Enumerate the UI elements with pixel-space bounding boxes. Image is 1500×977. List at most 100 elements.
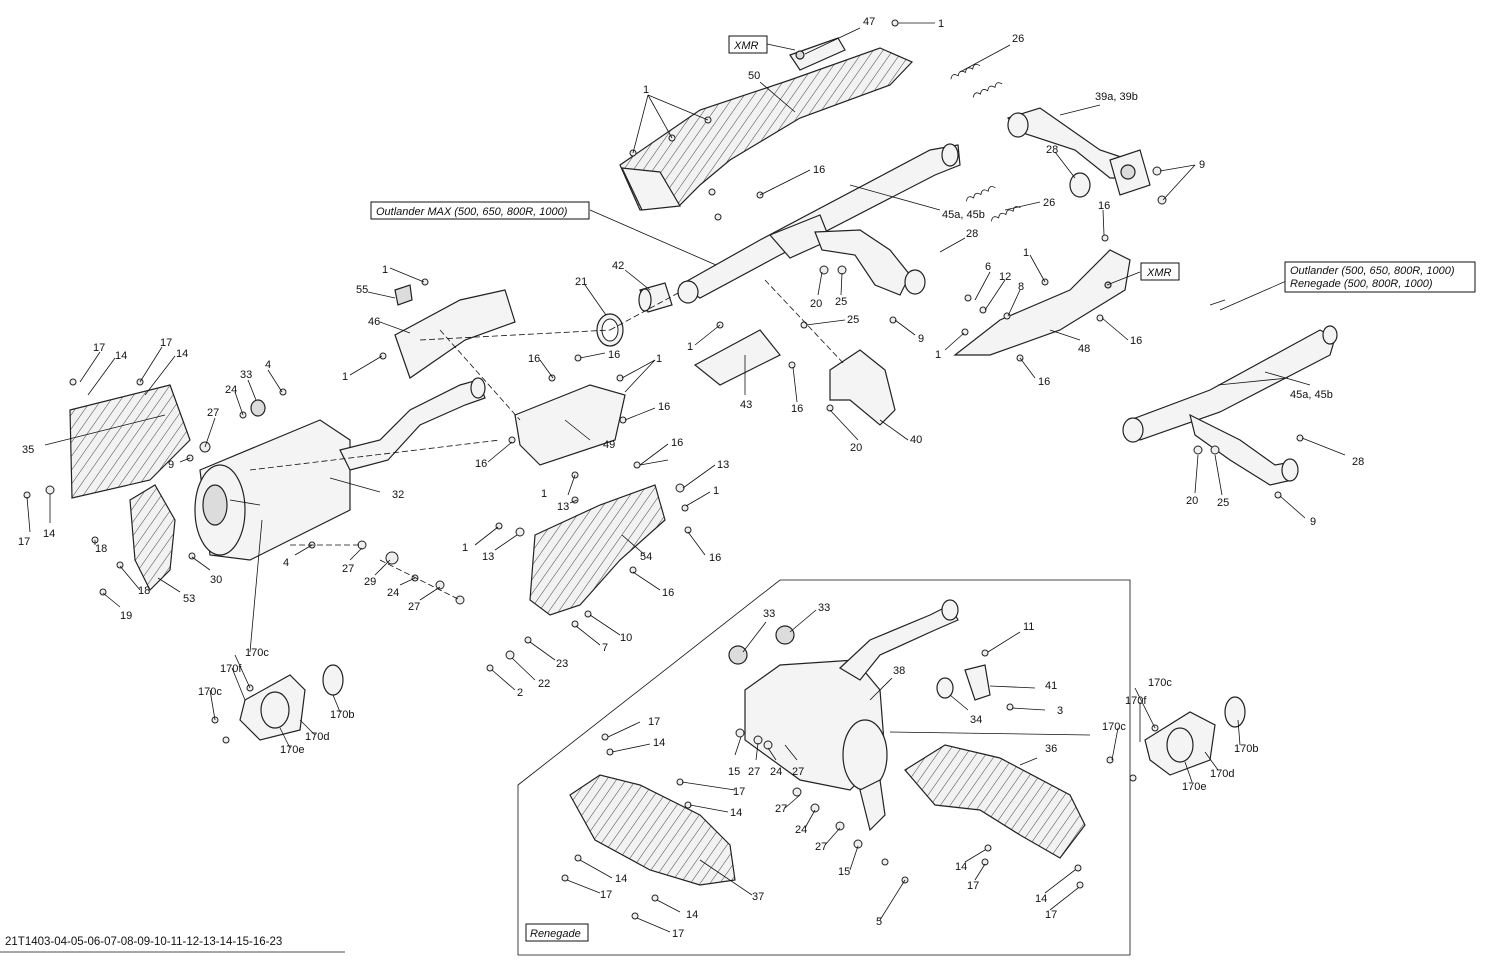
part-label: 1 (687, 341, 693, 353)
part-label: 2 (517, 687, 523, 699)
part-label: 16 (709, 552, 721, 564)
part-label: 14 (43, 528, 55, 540)
part-label: 34 (970, 714, 982, 726)
svg-text:Outlander (500, 650, 800R, 100: Outlander (500, 650, 800R, 1000) (1290, 265, 1455, 277)
part-label: 33 (240, 369, 252, 381)
muffler-32 (194, 377, 486, 561)
part-label: 170f (1125, 695, 1147, 707)
part-label: 33 (763, 608, 775, 620)
part-label: 8 (1018, 281, 1024, 293)
part-label: 17 (967, 880, 979, 892)
part-label: 27 (775, 803, 787, 815)
front-pipe-45 (677, 143, 961, 304)
heat-shield-40 (829, 349, 896, 426)
part-label: 4 (265, 359, 271, 371)
part-label: 170c (198, 686, 222, 698)
part-label: 22 (538, 678, 550, 690)
part-label: 14 (176, 348, 188, 360)
part-label: 24 (795, 824, 807, 836)
bracket-41 (936, 664, 991, 701)
spring-26-top (950, 64, 1003, 98)
end-cover-35 (69, 384, 191, 499)
part-label: 27 (792, 766, 804, 778)
part-label: 170b (330, 709, 354, 721)
part-label: 18 (95, 543, 107, 555)
callout-xmr-right: XMR (1140, 262, 1180, 281)
part-label: 19 (120, 610, 132, 622)
gasket-28 (1069, 172, 1091, 198)
part-label: 16 (608, 349, 620, 361)
part-labels: 47 1 26 39a, 39b 50 1 9 28 16 45a, 45b 2… (18, 16, 1364, 940)
part-label: 14 (653, 737, 665, 749)
part-label: 15 (728, 766, 740, 778)
part-label: 17 (600, 889, 612, 901)
part-label: 14 (730, 807, 742, 819)
part-label: 5 (876, 916, 882, 928)
part-label: 54 (640, 551, 652, 563)
part-label: 16 (1130, 335, 1142, 347)
svg-text:Renegade (500, 800R, 1000): Renegade (500, 800R, 1000) (1290, 278, 1433, 290)
part-label: 9 (1310, 516, 1316, 528)
part-label: 1 (462, 542, 468, 554)
part-label: 16 (658, 401, 670, 413)
adapter-170-right (1144, 696, 1246, 776)
part-label: 170c (245, 647, 269, 659)
part-label: 16 (475, 458, 487, 470)
part-label: 1 (342, 371, 348, 383)
part-label: 48 (1078, 343, 1090, 355)
front-pipe-45-renegade (1122, 325, 1338, 486)
assembly-lines (249, 279, 846, 601)
part-label: 25 (835, 296, 847, 308)
part-label: 33 (818, 602, 830, 614)
part-label: 17 (733, 786, 745, 798)
header-pipe-39 (1006, 107, 1151, 198)
part-label: 1 (713, 485, 719, 497)
spark-arrestor-53 (129, 484, 176, 592)
heat-shield-36 (904, 744, 1086, 859)
part-label: 17 (648, 716, 660, 728)
part-label: 26 (1012, 33, 1024, 45)
part-label: 12 (999, 271, 1011, 283)
part-label: 10 (620, 632, 632, 644)
part-label: 13 (717, 459, 729, 471)
part-label: 37 (752, 891, 764, 903)
part-label: 17 (160, 337, 172, 349)
svg-text:21T1403-04-05-06-07-08-09-10-1: 21T1403-04-05-06-07-08-09-10-11-12-13-14… (5, 936, 282, 948)
part-label: 14 (686, 909, 698, 921)
adapter-170-left (239, 664, 344, 741)
grommet-34 (936, 677, 954, 699)
part-label: 24 (770, 766, 782, 778)
part-label: 27 (815, 841, 827, 853)
part-label: 1 (541, 488, 547, 500)
heat-shield-48 (953, 249, 1131, 356)
heat-shield-49 (514, 384, 626, 466)
part-label: 20 (850, 442, 862, 454)
callout-outlander-renegade: Outlander (500, 650, 800R, 1000) Renegad… (1284, 261, 1476, 293)
part-label: 35 (22, 444, 34, 456)
muffler-38 (744, 599, 959, 832)
part-label: 1 (382, 264, 388, 276)
part-label: 11 (1023, 621, 1034, 633)
part-label: 55 (356, 284, 368, 296)
part-label: 9 (168, 459, 174, 471)
part-label: 16 (1038, 376, 1050, 388)
svg-text:XMR: XMR (1146, 267, 1172, 279)
part-label: 1 (656, 353, 662, 365)
footer-code: 21T1403-04-05-06-07-08-09-10-11-12-13-14… (0, 936, 345, 953)
heat-shield-54 (529, 484, 666, 616)
part-label: 43 (740, 399, 752, 411)
part-label: 24 (225, 384, 237, 396)
part-label: 53 (183, 593, 195, 605)
heat-shield-37 (569, 774, 736, 886)
part-label: 16 (791, 403, 803, 415)
part-label: 3 (1057, 705, 1063, 717)
part-label: 20 (810, 298, 822, 310)
part-label: 7 (602, 642, 608, 654)
part-label: 27 (207, 407, 219, 419)
part-label: 49 (603, 439, 615, 451)
part-label: 17 (672, 928, 684, 940)
part-label: 42 (612, 260, 624, 272)
part-label: 16 (671, 437, 683, 449)
part-label: 170b (1234, 743, 1258, 755)
